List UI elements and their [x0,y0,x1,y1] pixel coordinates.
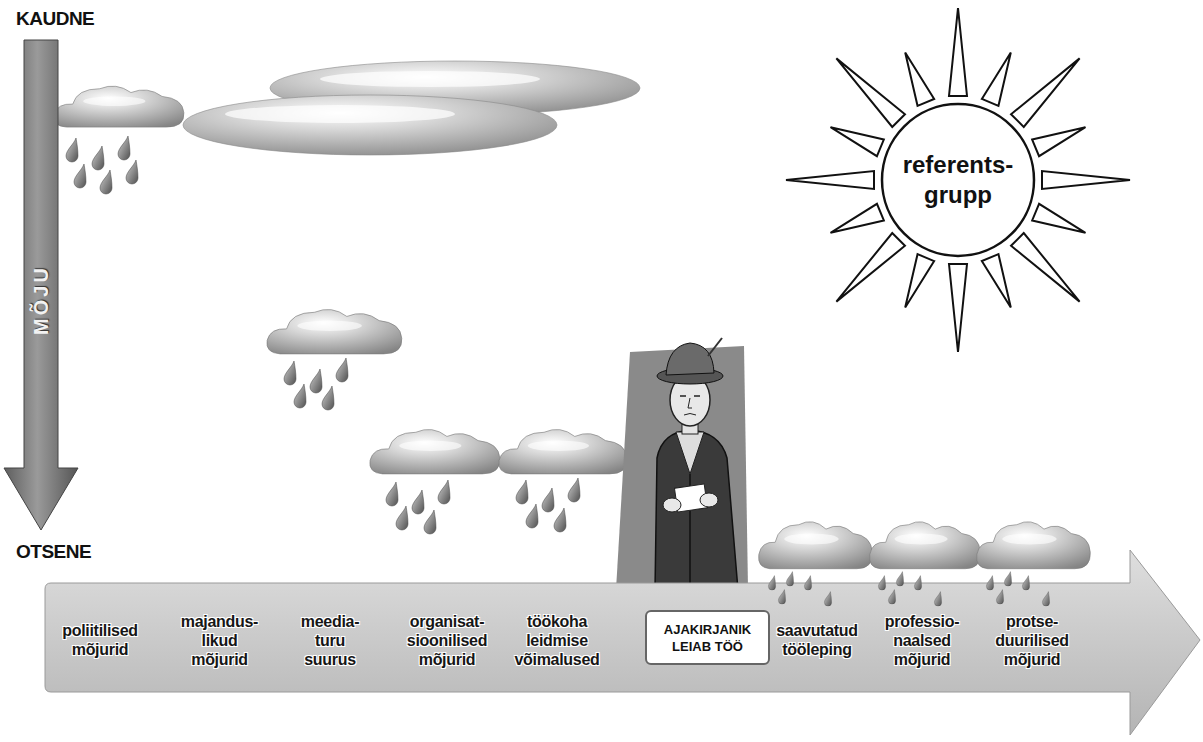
rain-drop [1022,576,1029,590]
figure-shirt [676,432,704,474]
rain-cloud [499,429,627,473]
rain-drop [516,480,528,504]
node-text: protse- duurilised mõjurid [982,590,1082,690]
rain-drop [322,386,334,410]
sun-ray [982,254,1019,311]
sun-ray [1011,52,1086,127]
axis-end-label: KAUDNE [16,8,94,30]
rain-drop [66,138,78,162]
rain-drop [310,369,322,393]
rain-drop [526,504,538,528]
rain-drop [768,576,775,590]
rain-drop [386,482,398,506]
rain-drop [568,478,580,502]
sun-ray [827,204,884,241]
rain-drop [336,358,348,382]
rain-cloud [759,522,873,569]
rain-drop [294,384,306,408]
figure-eye [680,395,686,397]
cloud-highlight [225,105,455,123]
node-text: MÕJU [26,240,56,360]
rain-cloud [870,522,981,569]
timeline-arrow-shape [45,550,1200,735]
figure-mouth [684,414,696,416]
axis-end-label: OTSENE [16,541,91,563]
rain-drop [100,170,112,194]
rain-cloud [977,522,1091,569]
rain-drop [126,160,138,184]
rain-drop [284,361,296,385]
sun-ray [1011,233,1086,308]
node-text: organisat- sioonilised mõjurid [397,590,497,690]
sun-ray [830,233,905,308]
box-shape [646,611,769,664]
sun-ray [897,254,934,311]
sun-ray [897,49,934,106]
sun-ray [1032,204,1089,241]
rain-drop [438,480,450,504]
node-text: referents- grupp [888,145,1028,215]
sun-circle [882,104,1034,256]
figure-hand [700,493,718,507]
figure-backdrop [616,346,748,590]
rain-drop [424,510,436,534]
rain-drop [786,572,793,586]
rain-drop [396,506,408,530]
figure-hat-feather [708,338,722,356]
rain-drop [92,146,104,170]
rain-cloud [370,429,500,473]
node-text: AJAKIRJANIK LEIAB TÖÖ [645,610,770,665]
rain-drop [1042,592,1049,606]
big-cloud [183,95,557,155]
sun-ray [982,49,1019,106]
rain-drop [986,576,993,590]
timeline-arrow: poliitilised mõjuridmajandus- likud mõju… [45,548,1203,738]
sun-ray [830,52,905,127]
rain-drop [996,590,1003,604]
rain-drop [914,576,921,590]
rain-drop [74,164,86,188]
rain-drop [412,490,424,514]
figure-nose [688,398,692,408]
rain-drop [804,576,811,590]
rain-drop [824,592,831,606]
sun-ray [949,264,967,352]
node-text: töökoha leidmise võimalused [507,590,607,690]
rain-drop [934,592,941,606]
node-outline [645,610,770,665]
central-box: AJAKIRJANIK LEIAB TÖÖ [645,610,770,665]
reference-group-sun: referents- grupp [883,105,1033,255]
influence-arrow: MÕJU [4,40,80,532]
node-text: poliitilised mõjurid [50,590,150,690]
sun-ray [1032,119,1089,156]
figure-hand [663,498,681,512]
node-text: saavutatud tööleping [767,590,867,690]
node-text: professio- naalsed mõjurid [872,590,972,690]
sun-ray [827,119,884,156]
figure-coat [655,430,738,590]
rain-drop [888,590,895,604]
rain-drop [778,590,785,604]
sun-ray [949,8,967,96]
rain-drop [118,136,130,160]
rain-cloud [267,309,402,353]
rain-drop [878,576,885,590]
figure-eye [694,395,700,397]
sun-ray [786,171,874,189]
node-text: majandus- likud mõjurid [172,590,267,690]
rain-drop [554,508,566,532]
node-text: meedia- turu suurus [290,590,370,690]
rain-drop [542,488,554,512]
figure-hat-crown [666,343,714,375]
rain-drop [896,572,903,586]
influence-arrow-shape [4,40,78,530]
node-outline [883,105,1033,255]
rain-drop [1004,572,1011,586]
sun-ray [1042,171,1130,189]
cloud-highlight [320,71,540,87]
rain-cloud [54,86,184,127]
